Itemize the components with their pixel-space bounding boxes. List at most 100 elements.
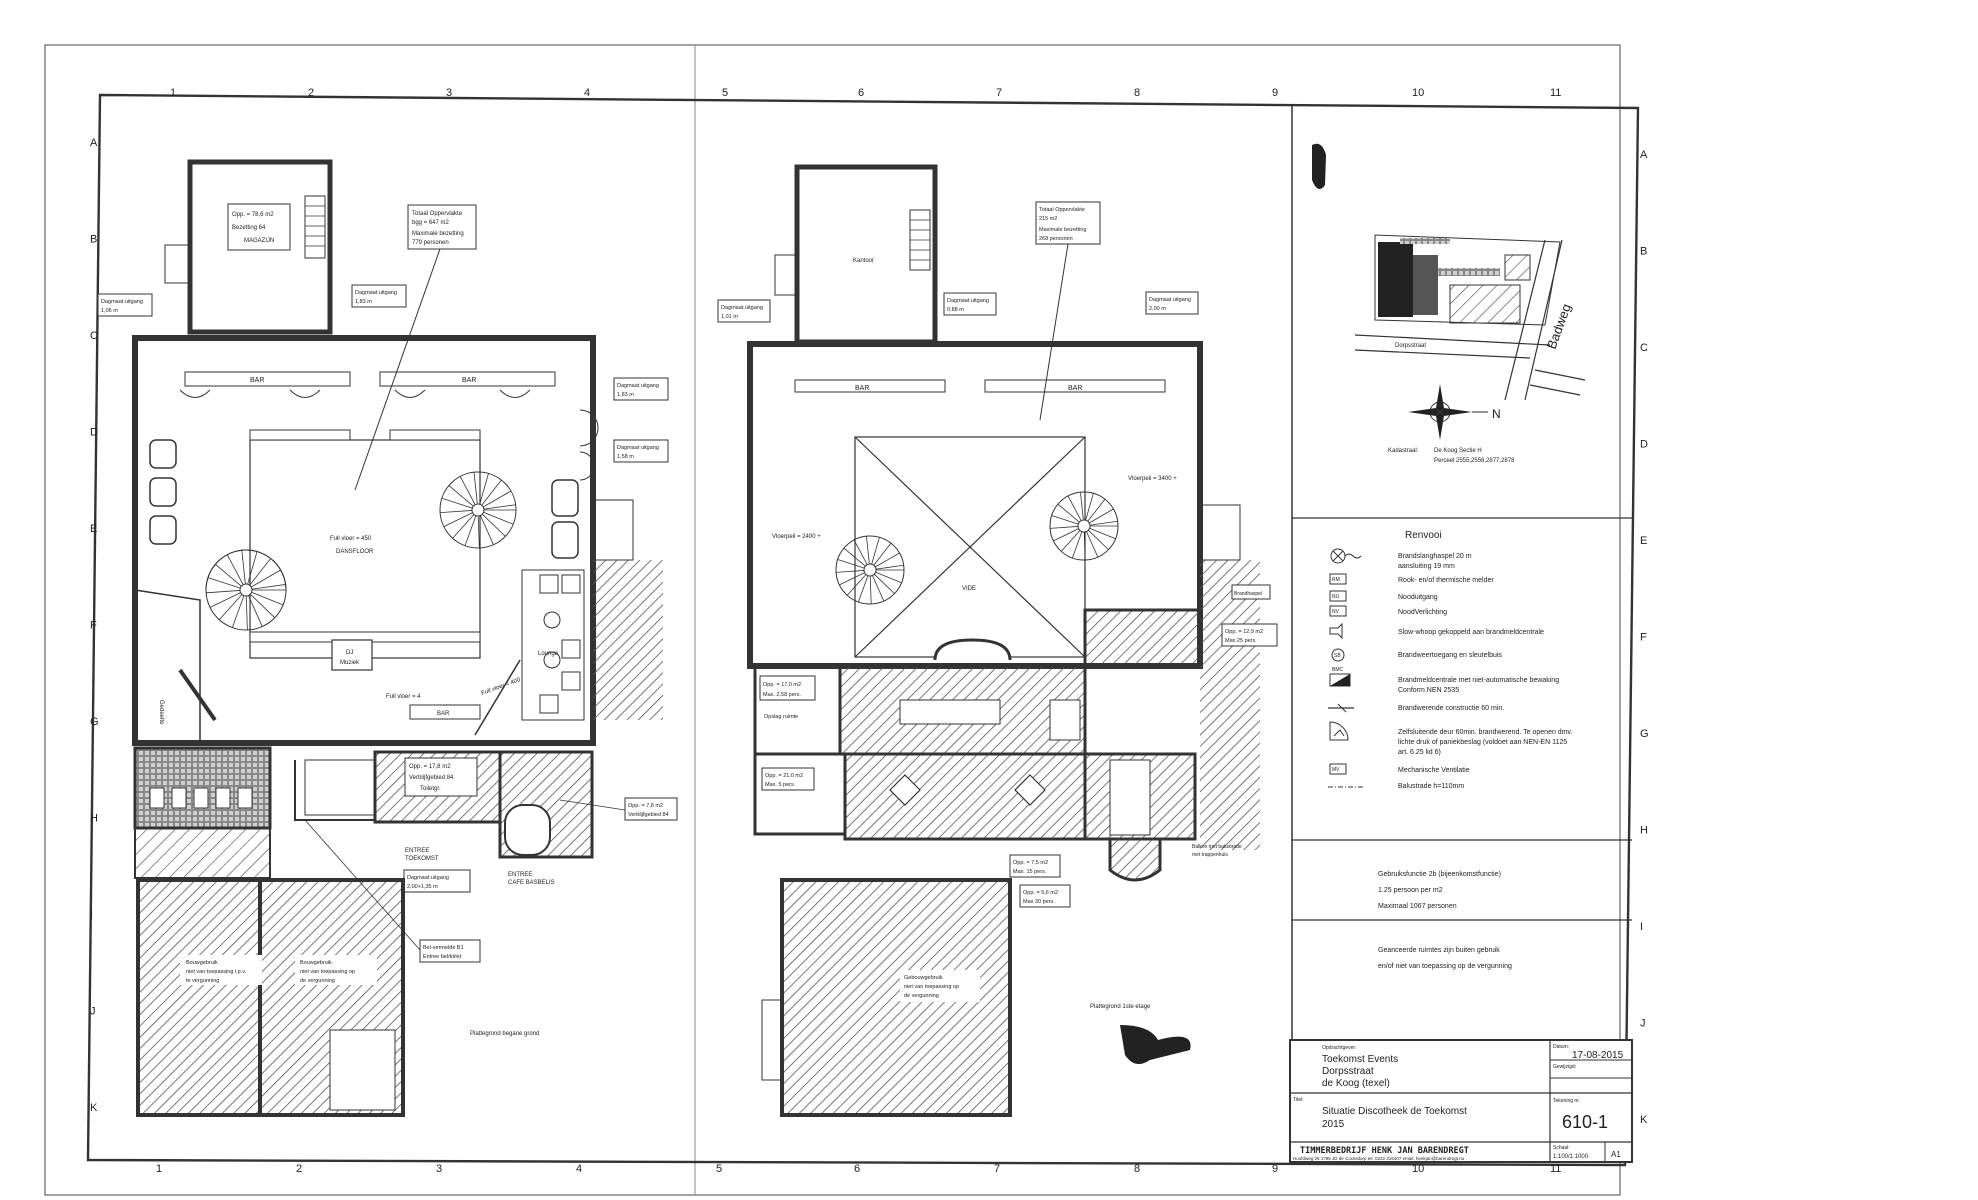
svg-text:1,06 m: 1,06 m [101,308,118,314]
grid-row-right-D: D [1640,439,1648,451]
svg-text:Dagmaat uitgang: Dagmaat uitgang [407,875,449,881]
svg-text:de vergunning: de vergunning [300,978,335,984]
svg-text:Opp. = 5,6 m2: Opp. = 5,6 m2 [1023,890,1058,896]
grid-col-bottom-8: 8 [1134,1163,1140,1175]
floor-small-label: Full vloer = 4 [386,694,421,700]
legend-label-2: lichte druk of paniekbeslag (voldoet aan… [1398,739,1567,746]
site-plan: Dorpsstraat Badweg N Kadastraal: De Koog… [1354,234,1586,464]
legend-label: Balustrade h=110mm [1398,783,1464,790]
grid-col-top-7: 7 [996,87,1002,99]
first-exit-mid: Dagmaat uitgang 0,88 m [943,292,997,316]
grid-col-top-9: 9 [1272,87,1278,99]
svg-text:BMC: BMC [1332,667,1344,673]
bar-left [184,371,351,387]
svg-text:en/of niet van toepassing op d: en/of niet van toepassing op de vergunni… [1378,963,1512,970]
client-name: Toekomst Events [1322,1054,1398,1065]
ground-exit-left: Dagmaat uitgang 1,06 m [97,293,153,317]
sheet-frame [44,44,1640,1196]
ground-exit-bottom: Dagmaat uitgang 2,00+1,35 m [403,869,471,893]
grid-col-top-4: 4 [584,87,590,99]
svg-text:Max 30 pers.: Max 30 pers. [1023,899,1055,905]
grid-col-bottom-11: 11 [1550,1163,1561,1175]
dj-booth [331,639,373,671]
grid-row-left-J: J [90,1006,96,1018]
svg-text:Max. 5 pers.: Max. 5 pers. [765,782,796,788]
legend-item-line: Balustrade h=110mm [1328,783,1464,790]
first-room-left-box: Opp. = 17,0 m2 Max. 2,58 pers. [759,675,816,701]
grid-col-bottom-6: 6 [854,1163,860,1175]
annex-left [136,878,262,1117]
legend-title: Renvooi [1405,530,1442,541]
legend-item-NV: NV NoodVerlichting [1329,605,1447,617]
svg-text:Gewijzigd:: Gewijzigd: [1553,1064,1576,1070]
svg-text:1,83 m: 1,83 m [355,299,372,305]
legend-label: Brandslanghaspel 20 m [1398,553,1472,560]
svg-text:Hoofdweg 26 1795 JD de Cocks: Hoofdweg 26 1795 JD de Cocksdorp tel. 02… [1293,1156,1465,1161]
first-room-a-box: Opp. = 21,0 m2 Max. 5 pers. [761,767,815,791]
drawing-title: Situatie Discotheek de Toekomst [1322,1106,1467,1117]
svg-text:met trappenhuis: met trappenhuis [1192,852,1228,858]
bar-right [379,371,556,387]
first-plan-title: Plattegrond 1ste etage [1090,1004,1151,1010]
svg-text:niet van toepassing op: niet van toepassing op [300,969,355,975]
entree-sublabel: TOEKOMST [405,856,439,862]
legend-item-door: Zelfsluitende deur 60min. brandwerend. T… [1329,721,1573,756]
first-total-area-box: Totaal Oppervlakte 215 m2 Maximale bezet… [1035,201,1101,421]
grid-col-top-8: 8 [1134,87,1140,99]
svg-text:de Koog (texel): de Koog (texel) [1322,1078,1390,1089]
svg-text:Gebruiksfunctie 2b (bijeenkoms: Gebruiksfunctie 2b (bijeenkomstfunctie) [1378,871,1501,878]
bar-bottom-label: BAR [437,711,450,717]
svg-text:Kadastraal:: Kadastraal: [1388,448,1419,454]
svg-text:Totaal Oppervlakte: Totaal Oppervlakte [412,211,463,217]
floor-right-label: Full vloer = 400 [481,677,522,697]
lounge-label: Lounge [538,651,559,657]
legend-label-2: aansluiting 19 mm [1398,563,1455,570]
svg-text:Verblijfgebied 84: Verblijfgebied 84 [409,775,454,781]
drawing-number: 610-1 [1562,1112,1608,1132]
grid-row-left-H: H [90,813,98,825]
svg-text:2,00+1,35 m: 2,00+1,35 m [407,884,438,890]
svg-text:Geanceerde ruimtes zijn buiten: Geanceerde ruimtes zijn buiten gebruik [1378,947,1500,954]
ground-floor-plan: Opp. = 78,6 m2 Bezetting 64 MAGAZIJN BAR… [97,159,678,1117]
grid-row-right-J: J [1640,1018,1646,1030]
void-area [854,436,1086,658]
grid-row-left-E: E [90,523,97,535]
bk-label-box: Bel-vermelde B1 Entree bel/toilet [304,819,481,963]
grid-col-top-2: 2 [308,87,314,99]
grid-col-top-11: 11 [1550,87,1561,99]
svg-text:Dagmaat uitgang: Dagmaat uitgang [947,298,989,304]
svg-text:1,01 m: 1,01 m [721,314,738,320]
void-label: VIDE [962,586,976,592]
svg-text:Datum:: Datum: [1553,1044,1569,1050]
legend-label: Slow-whoop gekoppeld aan brandmeldcentra… [1398,629,1544,636]
legend-label: Nooduitgang [1398,594,1438,601]
grid-col-top-10: 10 [1412,87,1424,99]
svg-text:niet van toepassing op: niet van toepassing op [904,984,959,990]
svg-text:1.25 persoon per m2: 1.25 persoon per m2 [1378,887,1443,894]
svg-text:Balkon met balustrade: Balkon met balustrade [1192,844,1242,850]
street1-label: Dorpsstraat [1395,343,1426,349]
svg-text:Bel-vermelde B1: Bel-vermelde B1 [423,945,464,951]
svg-text:BAR: BAR [855,385,869,392]
storage-name-label: MAGAZIJN [244,238,274,244]
svg-text:NV: NV [1332,609,1340,615]
svg-text:Titel:: Titel: [1293,1097,1304,1103]
grid-row-right-A: A [1640,149,1648,161]
floor-right-label: Vloerpeil = 3400 + [1128,476,1177,482]
lounge-area [521,569,585,721]
legend-label: NoodVerlichting [1398,609,1447,616]
svg-text:Dagmaat uitgang: Dagmaat uitgang [721,305,763,311]
firm-name: TIMMERBEDRIJF HENK JAN BARENDREGT [1300,1146,1469,1156]
legend-label: Rook- en/of thermische melder [1398,577,1494,584]
legend-label: Brandweertoegang en sleutelbuis [1398,652,1502,659]
ground-exit-right-2: Dagmaat uitgang 1,58 m [613,439,669,463]
grid-row-right-H: H [1640,825,1648,837]
svg-text:Opp. = 21,0 m2: Opp. = 21,0 m2 [765,773,803,779]
bar-right-label: BAR [462,377,476,384]
